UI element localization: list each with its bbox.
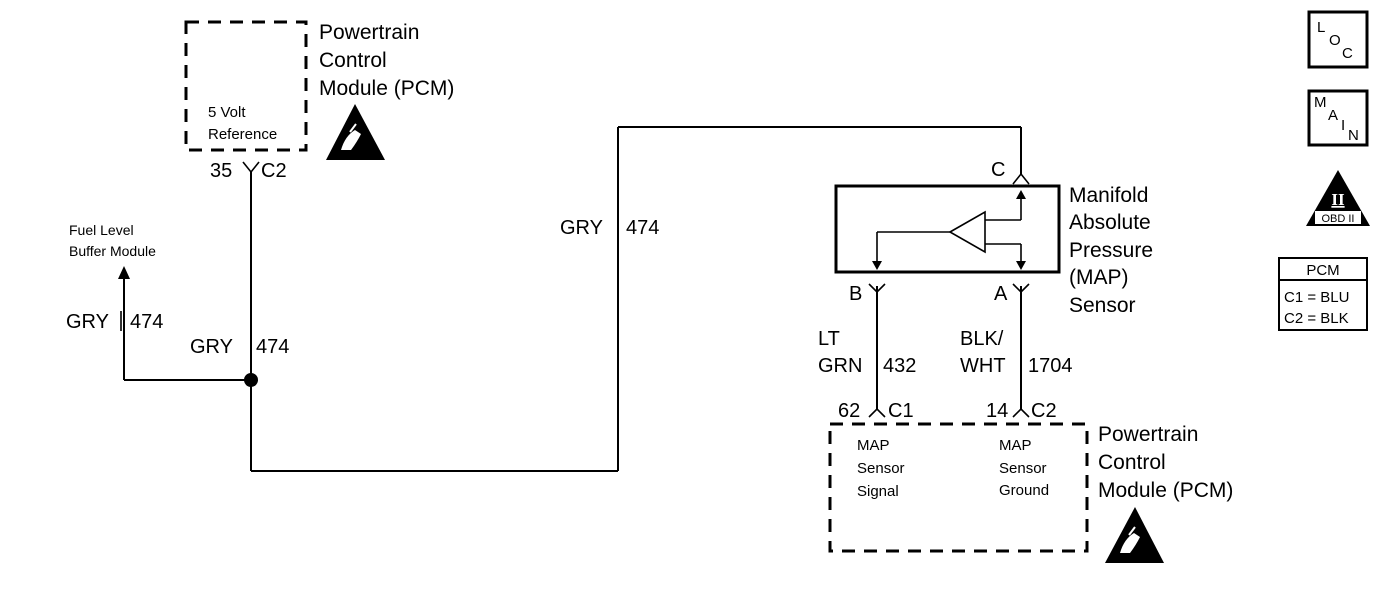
main-letter-i: I (1341, 117, 1345, 134)
main-letter-n: N (1348, 127, 1359, 144)
pcm-top-circuit-line2: Reference (208, 126, 277, 143)
fuel-level-label-line1: Fuel Level (69, 222, 134, 238)
obd-label: OBD II (1321, 213, 1354, 225)
arrow-up-icon (118, 266, 130, 279)
loc-letter-c: C (1342, 45, 1353, 62)
pcm-top-box (184, 20, 308, 152)
pcm-table-row-1: C1 = BLU (1284, 289, 1349, 306)
loc-letter-o: O (1329, 32, 1341, 49)
obd-ii-icon: II OBD II (1306, 170, 1370, 226)
signal-color-line1: LT (818, 328, 840, 350)
pcm-bottom-ground-connector: C2 (1031, 400, 1057, 422)
ground-circuit: 1704 (1028, 355, 1073, 377)
map-title-line2: Absolute (1069, 211, 1151, 234)
ground-label-line1: MAP (999, 437, 1032, 454)
pcm-top-title-line1: Powertrain (319, 21, 419, 44)
splice-dot (244, 373, 258, 387)
pcm-bottom-title-line1: Powertrain (1098, 423, 1198, 446)
map-sensor-box (834, 184, 1061, 274)
main-vertical-circuit: 474 (256, 336, 289, 358)
ground-color-line1: BLK/ (960, 328, 1004, 350)
fuel-level-label-line2: Buffer Module (69, 243, 156, 259)
loc-letter-l: L (1317, 19, 1325, 36)
signal-circuit: 432 (883, 355, 916, 377)
ground-color-line2: WHT (960, 355, 1006, 377)
map-sensor: C B A Manifold Absolute Pressure (MAP) S… (834, 159, 1153, 317)
pcm-connector-table: PCM C1 = BLU C2 = BLK (1278, 257, 1368, 331)
pcm-top: 5 Volt Reference Powertrain Control Modu… (184, 20, 454, 182)
main-icon: M A I N (1307, 89, 1369, 147)
pcm-bottom-title-line3: Module (PCM) (1098, 479, 1233, 502)
pcm-bottom-signal-connector: C1 (888, 400, 914, 422)
amplifier-symbol (948, 210, 986, 254)
wiring (118, 126, 1022, 472)
ground-label-line2: Sensor (999, 460, 1047, 477)
electrostatic-discharge-icon (326, 104, 385, 160)
main-vertical-color: GRY (190, 336, 233, 358)
pcm-bottom-box (828, 422, 1089, 553)
pcm-table-row-2: C2 = BLK (1284, 310, 1349, 327)
pcm-bottom: 62 C1 14 C2 MAP Sensor Signal MAP Sensor… (828, 400, 1233, 563)
map-pin-c-terminal (1012, 172, 1030, 185)
pcm-bottom-signal-terminal (868, 407, 886, 418)
main-letter-m: M (1314, 94, 1327, 111)
left-branch-circuit: 474 (130, 311, 163, 333)
pcm-top-connector: C2 (261, 160, 287, 182)
signal-color-line2: GRN (818, 355, 862, 377)
signal-label-line2: Sensor (857, 460, 905, 477)
map-pin-c: C (991, 159, 1005, 181)
pcm-top-pin: 35 (210, 160, 232, 182)
main-letter-a: A (1328, 107, 1338, 124)
long-run-circuit: 474 (626, 217, 659, 239)
arrow-up-icon (1016, 190, 1026, 199)
map-title-line4: (MAP) (1069, 266, 1129, 289)
map-title-line3: Pressure (1069, 239, 1153, 262)
loc-icon: L O C (1307, 10, 1369, 69)
pcm-bottom-signal-pin: 62 (838, 400, 860, 422)
map-pin-b: B (849, 283, 862, 305)
pcm-bottom-ground-pin: 14 (986, 400, 1008, 422)
map-pin-a-terminal (1012, 283, 1030, 294)
obd-numeral: II (1331, 190, 1345, 209)
pcm-bottom-title-line2: Control (1098, 451, 1166, 474)
pcm-table-header: PCM (1306, 262, 1339, 279)
map-pin-b-terminal (868, 283, 886, 294)
left-branch-color: GRY (66, 311, 109, 333)
pcm-top-title-line2: Control (319, 49, 387, 72)
pcm-top-terminal (242, 161, 260, 174)
ground-label-line3: Ground (999, 482, 1049, 499)
map-pin-a: A (994, 283, 1008, 305)
electrostatic-discharge-icon (1105, 507, 1164, 563)
pcm-bottom-ground-terminal (1012, 407, 1030, 418)
pcm-top-title-line3: Module (PCM) (319, 77, 454, 100)
signal-label-line1: MAP (857, 437, 890, 454)
pcm-top-circuit-line1: 5 Volt (208, 104, 246, 121)
signal-label-line3: Signal (857, 483, 899, 500)
map-title-line5: Sensor (1069, 294, 1136, 317)
map-title-line1: Manifold (1069, 184, 1148, 207)
long-run-color: GRY (560, 217, 603, 239)
legend: L O C M A I N II OBD II PCM C1 = BLU C2 … (1278, 10, 1370, 331)
arrow-down-icon (1016, 261, 1026, 270)
arrow-down-icon (872, 261, 882, 270)
